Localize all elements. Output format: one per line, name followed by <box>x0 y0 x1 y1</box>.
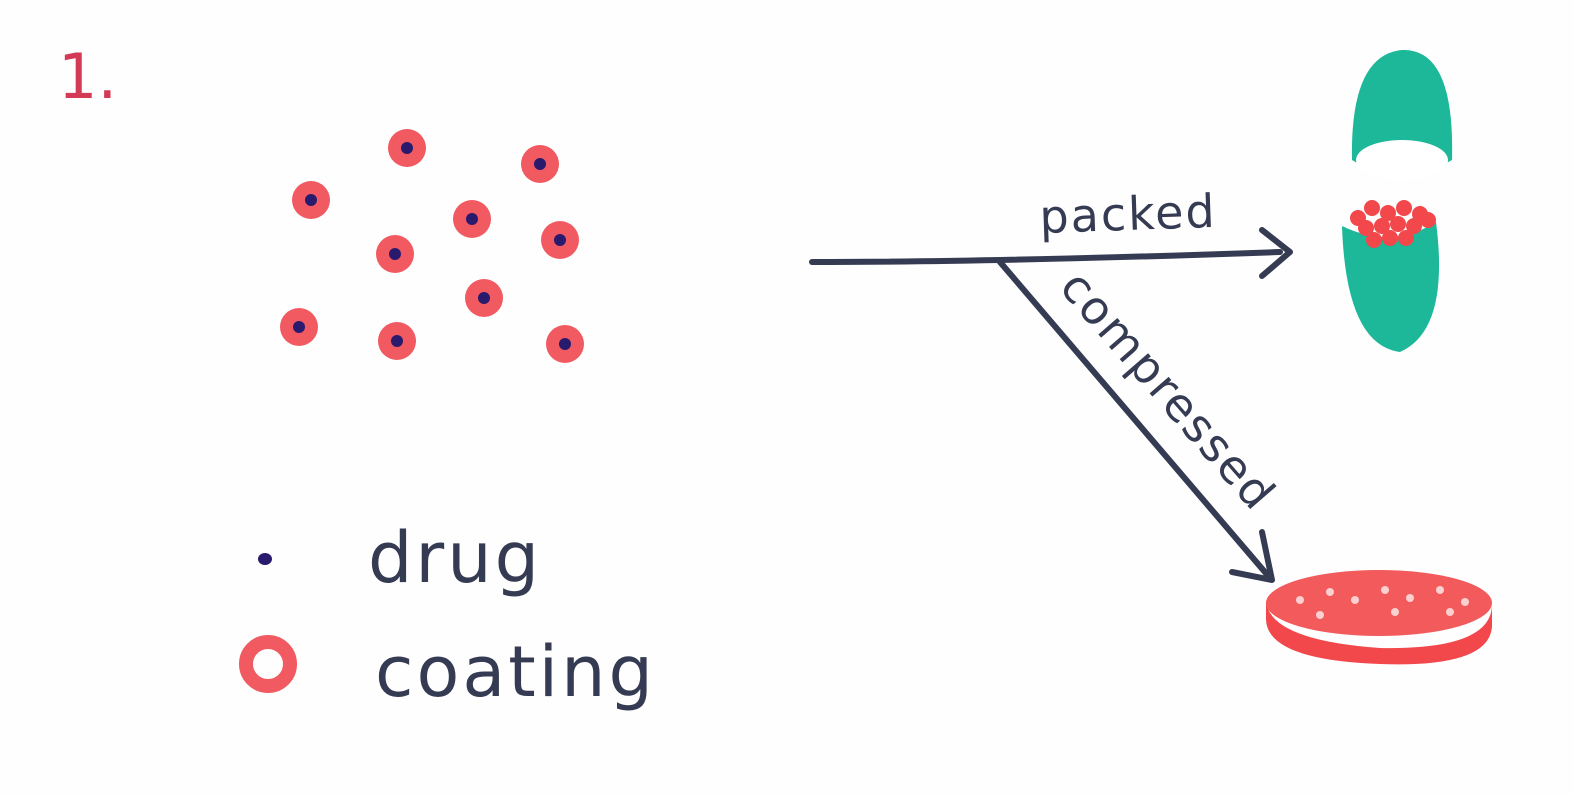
granule <box>1358 220 1374 236</box>
granule <box>1420 212 1436 228</box>
drug-core <box>466 213 478 225</box>
step-label: 1. <box>58 40 117 113</box>
coated-particle <box>465 279 503 317</box>
coated-particle <box>378 322 416 360</box>
coating-legend-ring <box>239 635 297 693</box>
coated-particles <box>280 129 584 363</box>
tablet-icon <box>1266 570 1492 665</box>
coated-particle <box>376 235 414 273</box>
compressed-arrow-line <box>997 259 1273 581</box>
tablet-top <box>1266 570 1492 636</box>
drug-core <box>554 234 566 246</box>
coated-particle <box>541 221 579 259</box>
drug-core <box>478 292 490 304</box>
capsule-cap-opening <box>1356 140 1448 180</box>
granule <box>1364 200 1380 216</box>
drug-core <box>534 158 546 170</box>
tablet-speckle <box>1446 608 1454 616</box>
packed-arrow-head <box>1259 227 1293 279</box>
legend: drug coating <box>239 517 656 713</box>
tablet-speckle <box>1406 594 1414 602</box>
drug-core <box>401 142 413 154</box>
tablet-speckle <box>1461 598 1469 606</box>
legend-drug-label: drug <box>368 517 542 599</box>
capsule-filling <box>1350 200 1436 248</box>
tablet-speckle <box>1316 611 1324 619</box>
granule <box>1382 230 1398 246</box>
capsule-body <box>1342 222 1440 352</box>
coated-particle <box>280 308 318 346</box>
granule <box>1390 216 1406 232</box>
granule <box>1396 200 1412 216</box>
drug-core <box>305 194 317 206</box>
coated-particle <box>453 200 491 238</box>
tablet-texture <box>1296 586 1469 619</box>
granule <box>1374 218 1390 234</box>
coated-particle <box>292 181 330 219</box>
coated-particle <box>521 145 559 183</box>
compressed-label: compressed <box>1050 260 1287 521</box>
tablet-side <box>1266 600 1492 665</box>
tablet-speckle <box>1381 586 1389 594</box>
compressed-arrow-head <box>1229 529 1275 583</box>
granule <box>1406 218 1422 234</box>
packed-label: packed <box>1038 184 1217 244</box>
drug-core <box>391 335 403 347</box>
legend-coating-label: coating <box>375 631 656 713</box>
capsule-icon <box>1342 49 1453 352</box>
granule <box>1366 232 1382 248</box>
tablet-speckle <box>1326 588 1334 596</box>
drug-legend-dot <box>258 553 272 565</box>
tablet-speckle <box>1351 596 1359 604</box>
drug-core <box>293 321 305 333</box>
packed-arrow-line <box>809 249 1283 265</box>
drug-core <box>389 248 401 260</box>
tablet-speckle <box>1296 596 1304 604</box>
tablet-speckle <box>1391 608 1399 616</box>
coated-particle <box>546 325 584 363</box>
tablet-speckle <box>1436 586 1444 594</box>
process-arrows: packed compressed <box>809 184 1293 583</box>
granule <box>1398 230 1414 246</box>
coated-particle <box>388 129 426 167</box>
drug-core <box>559 338 571 350</box>
granule <box>1380 205 1396 221</box>
